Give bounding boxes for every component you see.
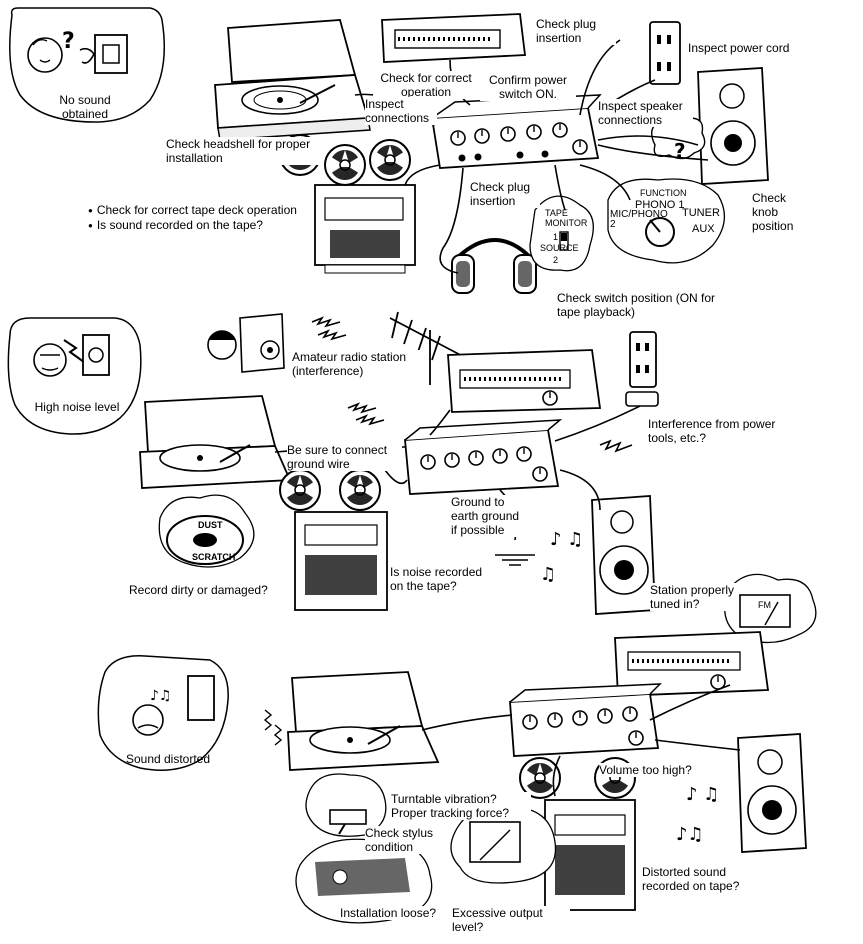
scratch-text: SCRATCH <box>192 552 236 562</box>
excessive-output-label: Excessive output level? <box>452 906 570 934</box>
inspect-speaker-connections-label: Inspect speaker connections <box>598 99 693 127</box>
inspect-connections-label: Inspect connections <box>365 97 437 125</box>
switch-1-label: 1 <box>553 232 559 242</box>
cartridge-closeup <box>295 838 433 924</box>
tape-deck-3 <box>519 757 636 911</box>
svg-text:♪♫: ♪♫ <box>150 688 172 704</box>
power-outlet-2 <box>625 331 659 407</box>
check-plug-insertion-mid-label: Check plug insertion <box>470 180 540 208</box>
record-dirty-label: Record dirty or damaged? <box>129 583 268 597</box>
amplifier-3 <box>509 683 662 757</box>
svg-text:?: ? <box>62 29 75 54</box>
checklist-item: Is sound recorded on the tape? <box>88 218 297 233</box>
check-headshell-label: Check headshell for proper installation <box>166 137 321 165</box>
svg-text:♪ ♫: ♪ ♫ <box>686 784 719 805</box>
switch-2-label: 2 <box>553 255 559 265</box>
tape-monitor-switch <box>529 195 594 272</box>
tuner-1 <box>381 13 527 63</box>
ground-earth-label: Ground to earth ground if possible <box>451 495 523 537</box>
level-meter <box>450 805 557 884</box>
turntable-2 <box>139 395 292 489</box>
svg-text:♫: ♫ <box>540 564 556 585</box>
knob-aux-label: AUX <box>692 223 715 235</box>
high-noise-bubble <box>7 317 142 435</box>
section-2-high-noise: ♪ ♫ ♫ <box>7 311 817 644</box>
no-sound-bubble: ? <box>9 7 166 123</box>
switch-tape-monitor-label: TAPE MONITOR <box>545 208 588 228</box>
check-stylus-label: Check stylus condition <box>365 826 445 854</box>
interference-power-tools-label: Interference from power tools, etc.? <box>648 417 778 445</box>
sound-distorted-label: Sound distorted <box>125 752 211 766</box>
knob-tuner-label: TUNER <box>682 207 720 219</box>
tuner-2 <box>447 349 602 413</box>
stylus-closeup <box>305 773 387 837</box>
station-tuned-label: Station properly tuned in? <box>650 583 736 611</box>
headphones <box>451 238 537 294</box>
svg-text:♪♫: ♪♫ <box>676 824 704 845</box>
interference-signals <box>311 316 633 453</box>
knob-function-label: FUNCTION <box>640 188 687 198</box>
switch-source-label: SOURCE <box>540 243 579 253</box>
inspect-power-cord-label: Inspect power cord <box>688 41 790 55</box>
turntable-3 <box>263 671 440 771</box>
function-knob <box>607 178 725 264</box>
speaker-1 <box>697 67 769 185</box>
cables-section-3 <box>421 684 741 797</box>
tape-deck-1 <box>279 134 416 274</box>
distorted-bubble: ♪♫ <box>97 655 229 771</box>
tuner-3 <box>614 631 770 697</box>
power-outlet-1 <box>649 21 681 85</box>
tape-deck-2 <box>279 469 388 611</box>
knob-phono1-label: PHONO 1 <box>635 199 685 211</box>
noise-recorded-label: Is noise recorded on the tape? <box>390 565 485 593</box>
svg-text:♪ ♫: ♪ ♫ <box>550 529 583 550</box>
fm-meter-bubble <box>724 573 817 644</box>
checklist-item: Check for correct tape deck operation <box>88 203 297 218</box>
speaker-3: ♪ ♫ ♪♫ <box>676 733 807 853</box>
volume-too-high-label: Volume too high? <box>599 763 692 777</box>
amateur-radio-label: Amateur radio station (interference) <box>292 350 422 378</box>
distorted-recorded-label: Distorted sound recorded on tape? <box>642 865 757 893</box>
radio-operator <box>207 313 285 373</box>
no-sound-label: No sound obtained <box>59 93 111 121</box>
svg-text:?: ? <box>674 139 686 163</box>
confirm-power-switch-label: Confirm power switch ON. <box>480 73 576 101</box>
speaker-2: ♪ ♫ ♫ <box>540 495 656 615</box>
check-plug-insertion-top-label: Check plug insertion <box>536 17 616 45</box>
amplifier-1 <box>430 94 602 169</box>
amplifier-2 <box>404 419 563 495</box>
installation-loose-label: Installation loose? <box>340 906 437 920</box>
ground-wire-label: Be sure to connect ground wire <box>287 443 402 471</box>
high-noise-label: High noise level <box>34 400 120 414</box>
dusty-record <box>158 494 255 568</box>
turntable-1 <box>214 19 371 141</box>
dust-text: DUST <box>198 520 223 530</box>
section-3-distorted: ♪♫ ♪ <box>97 631 807 924</box>
fm-meter-text: FM <box>758 600 771 610</box>
check-correct-operation-label: Check for correct operation <box>373 71 479 99</box>
knob-micphono2-label: MIC/PHONO 2 <box>610 209 668 230</box>
turntable-vibration-label: Turntable vibration? Proper tracking for… <box>391 792 531 820</box>
section-1-no-sound: ? <box>9 7 769 294</box>
tape-deck-checklist: Check for correct tape deck operation Is… <box>88 203 297 233</box>
check-switch-position-label: Check switch position (ON for tape playb… <box>557 291 717 319</box>
check-knob-position-label: Check knob position <box>752 191 802 233</box>
antenna <box>389 311 471 385</box>
